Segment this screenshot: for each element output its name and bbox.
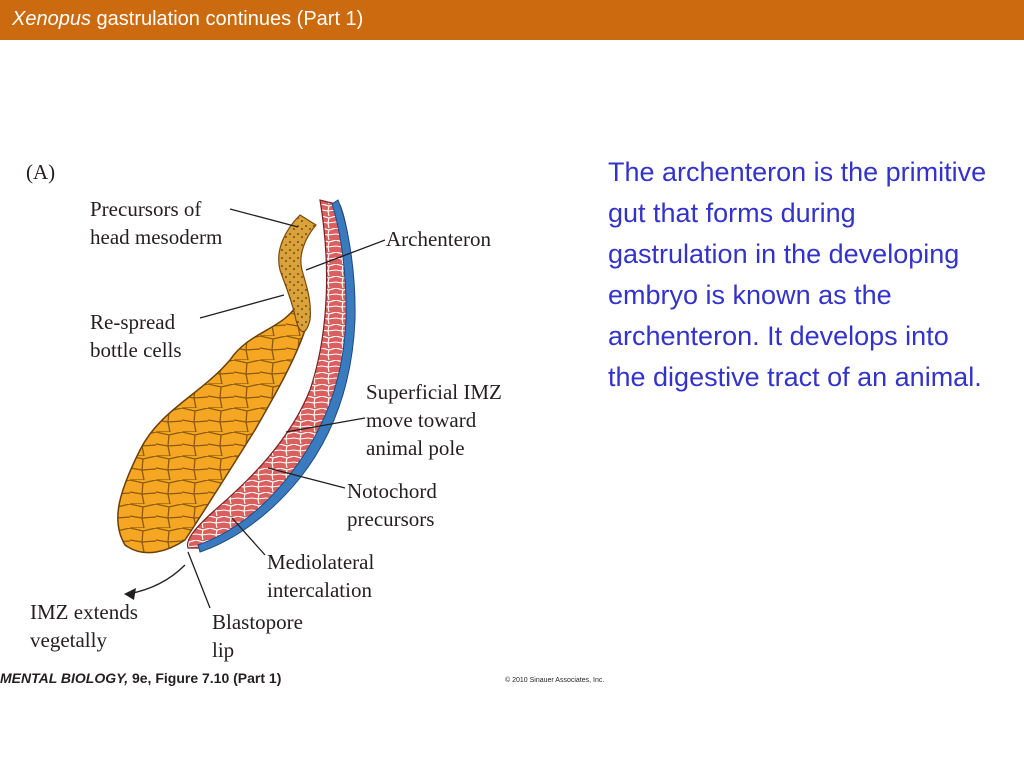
label-line: Re-spread [90, 310, 176, 334]
yolk-endoderm-region [117, 297, 306, 554]
leader-precursors [229, 208, 299, 228]
imz-arrow [127, 564, 186, 595]
label-line: precursors [347, 507, 435, 531]
label-imz-extends: IMZ extends vegetally [30, 598, 138, 654]
gastrulation-figure [117, 199, 386, 609]
ectoderm-layer [197, 199, 356, 553]
label-line: Notochord [347, 479, 437, 503]
label-line: head mesoderm [90, 225, 223, 249]
label-blastopore-lip: Blastopore lip [212, 608, 303, 664]
label-precursors-head-mesoderm: Precursors of head mesoderm [90, 195, 222, 251]
label-line: intercalation [267, 578, 372, 602]
label-line: Superficial IMZ [366, 380, 502, 404]
leader-blastopore [187, 551, 211, 609]
label-line: bottle cells [90, 338, 182, 362]
figure-caption: MENTAL BIOLOGY, 9e, Figure 7.10 (Part 1) [0, 670, 281, 686]
title-rest: gastrulation continues (Part 1) [96, 8, 364, 30]
label-line: Mediolateral [267, 550, 375, 574]
label-line: Blastopore [212, 610, 303, 634]
title-bar: Xenopus gastrulation continues (Part 1) [0, 0, 1024, 40]
label-superficial-imz: Superficial IMZ move toward animal pole [366, 378, 502, 462]
label-line: Precursors of [90, 197, 202, 221]
label-notochord-precursors: Notochord precursors [347, 477, 437, 533]
slide-title: Xenopus gastrulation continues (Part 1) [12, 8, 363, 31]
body-paragraph: The archenteron is the primitive gut tha… [608, 157, 987, 392]
imz-arrowhead [124, 588, 136, 600]
caption-rest: 9e, Figure 7.10 (Part 1) [131, 670, 282, 686]
panel-label: (A) [26, 160, 56, 184]
archenteron-cavity [203, 214, 322, 517]
label-line: IMZ extends [30, 600, 138, 624]
leader-mediolateral [231, 517, 266, 556]
leader-notochord [267, 467, 346, 489]
label-line: animal pole [366, 436, 465, 460]
label-line: vegetally [30, 628, 107, 652]
label-respread-bottle-cells: Re-spread bottle cells [90, 308, 182, 364]
label-archenteron: Archenteron [386, 227, 491, 251]
leader-archenteron [305, 239, 386, 271]
label-line: lip [212, 638, 235, 662]
copyright-notice: © 2010 Sinauer Associates, Inc. [505, 677, 605, 684]
leader-superficial [285, 417, 366, 433]
leader-respread [199, 294, 285, 319]
label-mediolateral-intercalation: Mediolateral intercalation [267, 548, 374, 604]
caption-italic: MENTAL BIOLOGY, [0, 670, 129, 686]
head-mesoderm-region [278, 214, 317, 333]
label-line: move toward [366, 408, 477, 432]
title-italic: Xenopus [12, 8, 91, 30]
